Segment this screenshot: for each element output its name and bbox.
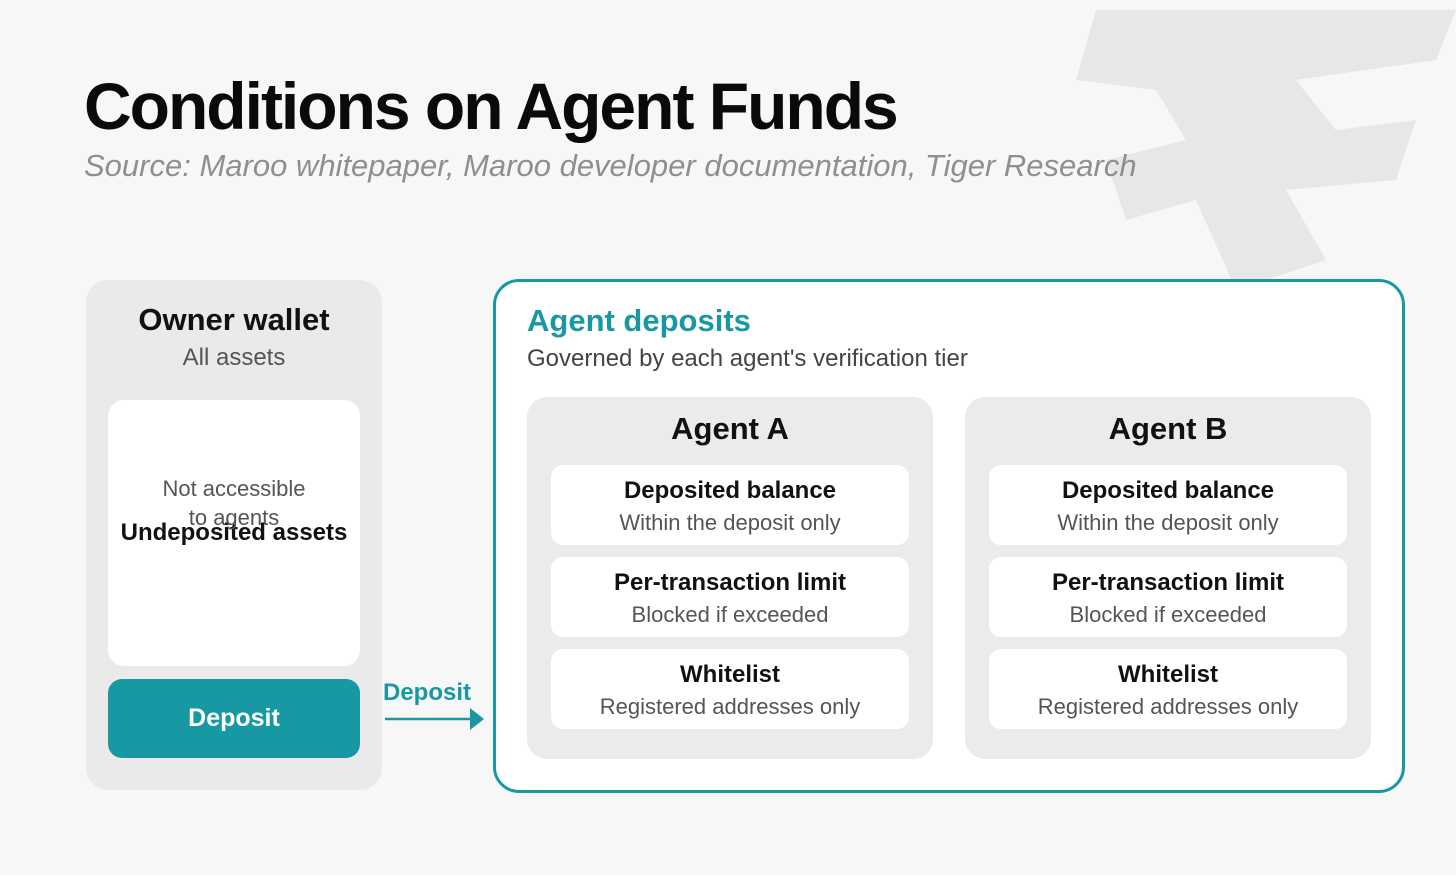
agent-b-card: Agent B Deposited balance Within the dep… xyxy=(965,397,1371,759)
condition-desc: Within the deposit only xyxy=(1057,510,1279,535)
arrow-right-icon xyxy=(385,708,484,730)
condition-desc: Within the deposit only xyxy=(619,510,841,535)
agent-b-deposited-balance: Deposited balance Within the deposit onl… xyxy=(989,465,1347,545)
condition-title: Deposited balance xyxy=(623,477,837,504)
condition-title: Per-transaction limit xyxy=(613,569,847,596)
condition-desc: Registered addresses only xyxy=(599,694,861,719)
condition-desc: Registered addresses only xyxy=(1037,694,1299,719)
agent-a-whitelist: Whitelist Registered addresses only xyxy=(551,649,909,729)
undeposited-assets-desc: Not accessible to agents xyxy=(162,476,306,530)
owner-wallet-panel: Owner wallet All assets Undeposited asse… xyxy=(86,280,382,790)
agent-deposits-title: Agent deposits xyxy=(527,303,751,338)
deposit-arrow-label: Deposit xyxy=(383,679,472,706)
condition-desc: Blocked if exceeded xyxy=(1069,602,1267,627)
agent-b-whitelist: Whitelist Registered addresses only xyxy=(989,649,1347,729)
agent-b-name: Agent B xyxy=(1108,411,1228,446)
condition-title: Whitelist xyxy=(680,661,780,688)
agent-deposits-panel: Agent deposits Governed by each agent's … xyxy=(493,279,1405,793)
agent-b-per-transaction-limit: Per-transaction limit Blocked if exceede… xyxy=(989,557,1347,637)
owner-wallet-title: Owner wallet xyxy=(138,302,330,337)
condition-title: Per-transaction limit xyxy=(1051,569,1285,596)
agent-a-deposited-balance: Deposited balance Within the deposit onl… xyxy=(551,465,909,545)
tiger-logo-watermark xyxy=(1076,10,1456,290)
condition-title: Deposited balance xyxy=(1061,477,1275,504)
source-caption: Source: Maroo whitepaper, Maroo develope… xyxy=(84,148,1137,183)
undeposited-assets-card: Undeposited assets Not accessible to age… xyxy=(108,400,360,666)
condition-title: Whitelist xyxy=(1118,661,1218,688)
agent-a-name: Agent A xyxy=(671,411,789,446)
owner-wallet-subtitle: All assets xyxy=(182,344,286,371)
agent-a-per-transaction-limit: Per-transaction limit Blocked if exceede… xyxy=(551,557,909,637)
deposit-button[interactable]: Deposit xyxy=(108,679,360,758)
undeposited-assets-title: Undeposited assets xyxy=(120,519,348,546)
condition-desc: Blocked if exceeded xyxy=(631,602,829,627)
agent-deposits-subtitle: Governed by each agent's verification ti… xyxy=(527,345,968,372)
page-title: Conditions on Agent Funds xyxy=(84,69,899,143)
agent-a-card: Agent A Deposited balance Within the dep… xyxy=(527,397,933,759)
